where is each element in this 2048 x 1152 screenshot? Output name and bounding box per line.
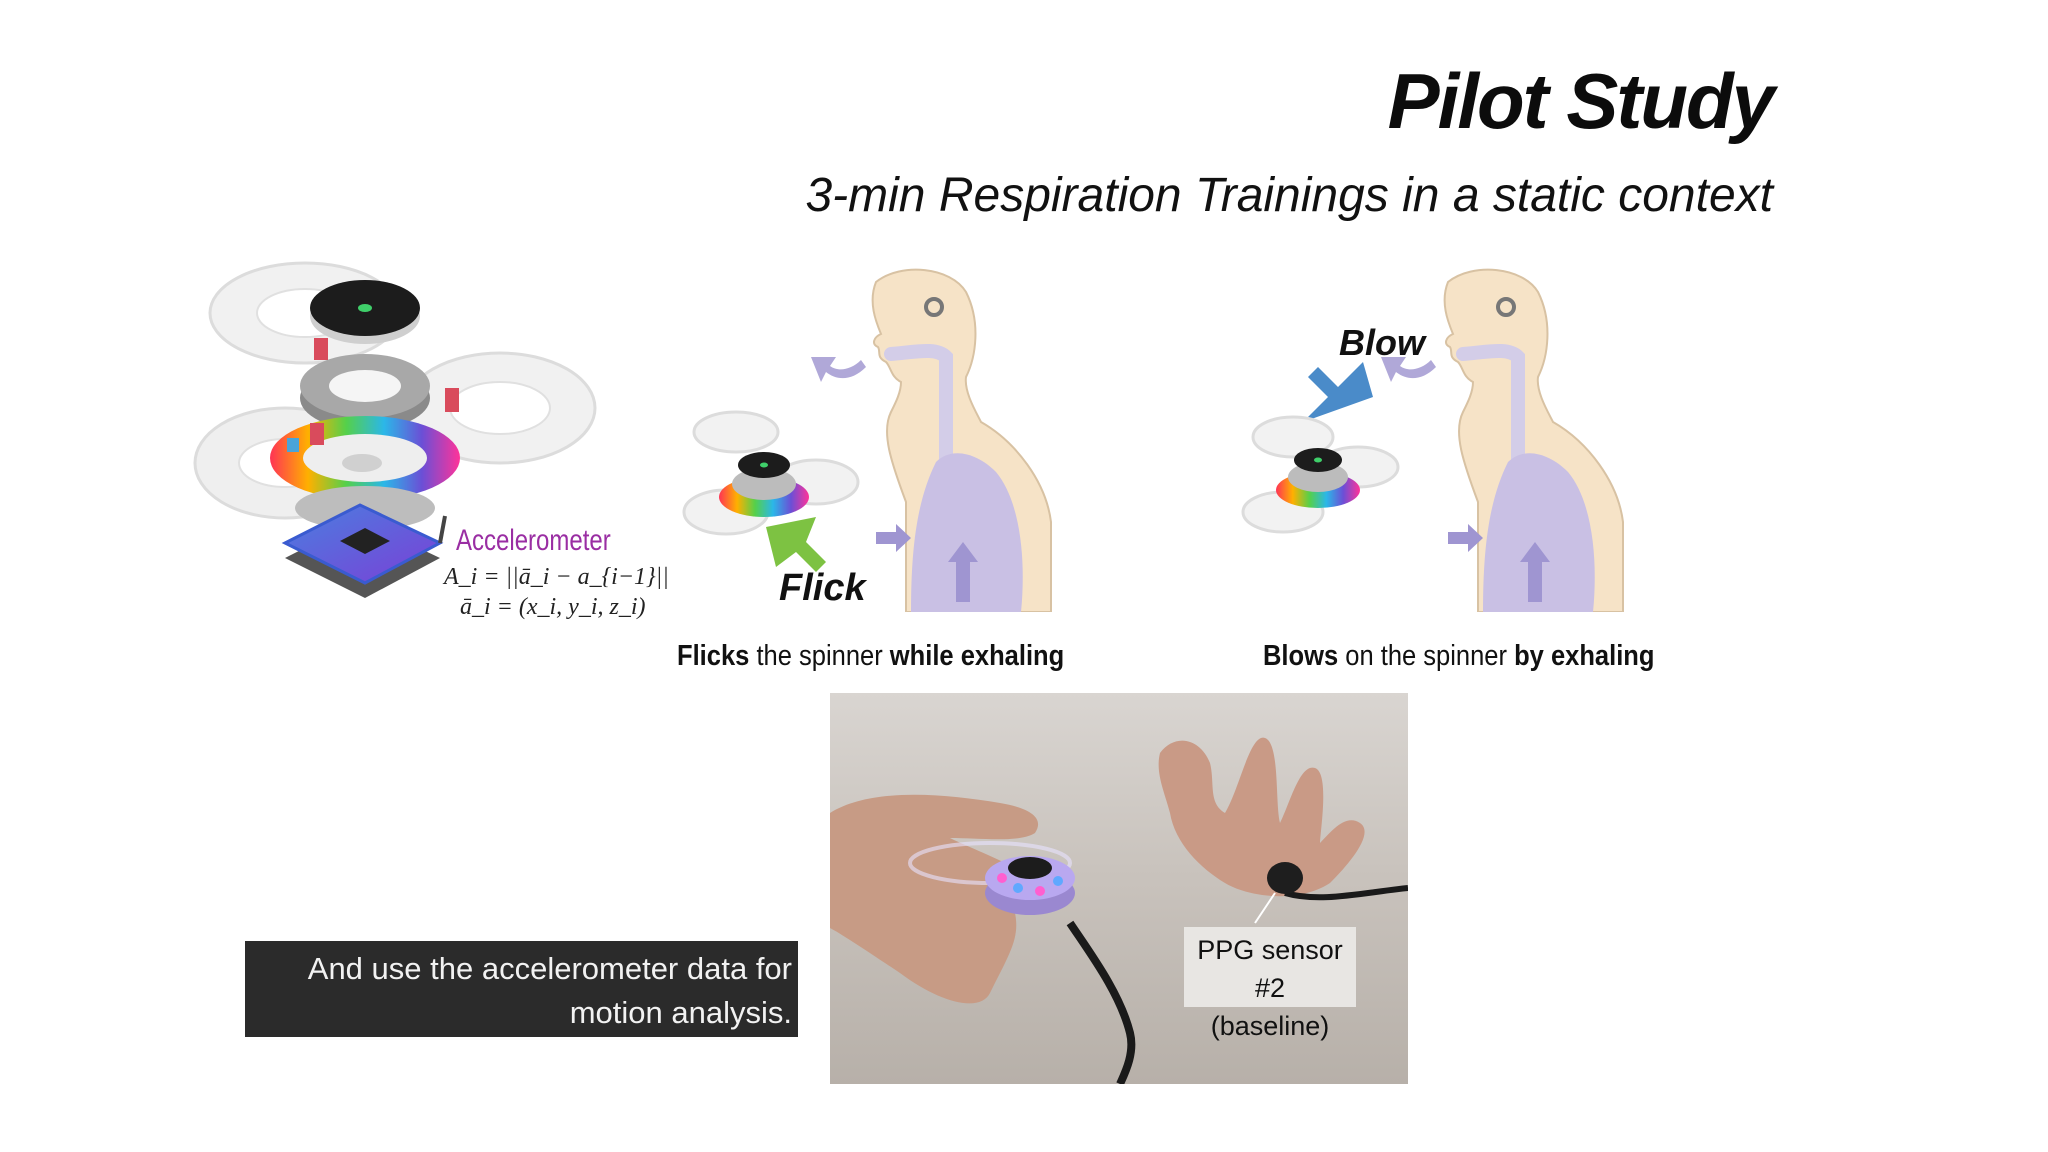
video-subtitle-line1: And use the accelerometer data for — [307, 951, 792, 986]
ppg-sensor-label-line2: (baseline) — [1210, 1011, 1330, 1041]
device-exploded-diagram — [190, 258, 630, 628]
blow-arrow-label: Blow — [1339, 322, 1425, 363]
ppg-sensor-label-line1: PPG sensor #2 — [1197, 935, 1343, 1003]
blow-caption-bold-phrase: by exhaling — [1514, 640, 1655, 672]
video-subtitle-line2: motion analysis. — [569, 995, 792, 1030]
flick-caption-bold-phrase: while exhaling — [889, 640, 1065, 672]
slide-subtitle: 3-min Respiration Trainings in a static … — [805, 169, 1773, 222]
blow-caption-text: on the spinner — [1338, 640, 1515, 672]
flick-arrow-label: Flick — [779, 567, 866, 609]
flick-caption: Flicks the spinner while exhaling — [677, 640, 1064, 673]
device-photo: PPG sensor #2 (baseline) — [830, 693, 1408, 1084]
flick-caption-bold-verb: Flicks — [677, 640, 750, 672]
ppg-sensor-label: PPG sensor #2 (baseline) — [1184, 927, 1356, 1041]
video-subtitle: And use the accelerometer data for motio… — [245, 941, 798, 1037]
slide-title: Pilot Study — [1387, 57, 1775, 145]
blow-illustration — [1238, 262, 1628, 613]
accelerometer-label: Accelerometer — [456, 524, 611, 557]
blow-caption-bold-verb: Blows — [1263, 640, 1339, 672]
blow-caption: Blows on the spinner by exhaling — [1263, 640, 1654, 673]
accelerometer-formula-2: ā_i = (x_i, y_i, z_i) — [460, 594, 646, 620]
flick-caption-text: the spinner — [749, 640, 890, 672]
accelerometer-formula-1: A_i = ||ā_i − a_{i−1}|| — [444, 564, 669, 590]
flick-illustration — [676, 262, 1056, 613]
